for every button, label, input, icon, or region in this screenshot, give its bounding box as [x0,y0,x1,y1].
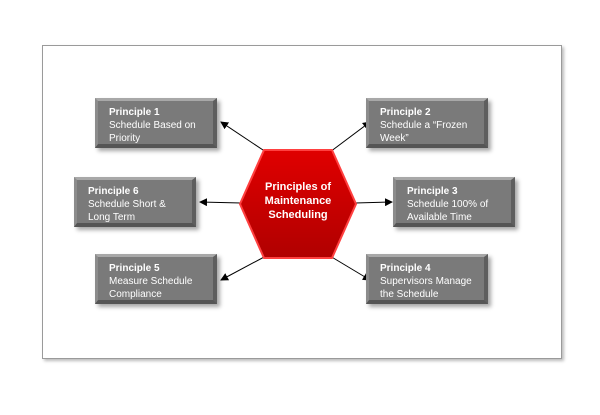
principle-text: Supervisors Manage the Schedule [380,276,472,300]
arrow-principle-4 [329,255,371,281]
principle-title: Principle 5 [109,263,160,274]
principle-text: Schedule Short & Long Term [88,199,166,223]
principle-5-box: Principle 5 Measure Schedule Compliance [95,254,217,304]
arrow-principle-3 [354,198,393,207]
principle-3-box: Principle 3 Schedule 100% of Available Ti… [393,177,515,227]
principle-1-box: Principle 1 Schedule Based on Priority [95,98,217,148]
principle-title: Principle 1 [109,107,160,118]
principle-2-box: Principle 2 Schedule a “Frozen Week” [366,98,488,148]
principle-title: Principle 4 [380,263,431,274]
principle-title: Principle 6 [88,186,139,197]
principle-text: Schedule Based on Priority [109,120,196,144]
principle-6-box: Principle 6 Schedule Short & Long Term [74,177,196,227]
principle-4-box: Principle 4 Supervisors Manage the Schedu… [366,254,488,304]
arrow-principle-2 [329,121,371,153]
principle-title: Principle 3 [407,186,458,197]
center-label-line: Maintenance [264,195,332,207]
arrow-principle-5 [220,255,267,281]
center-label: Principles of Maintenance Scheduling [240,180,356,222]
center-label-line: Principles of [264,181,332,193]
principle-text: Schedule 100% of Available Time [407,199,489,223]
center-hexagon [238,149,358,259]
center-label-line: Scheduling [268,209,328,221]
arrow-principle-6 [199,198,242,207]
principle-text: Measure Schedule Compliance [109,276,193,300]
arrow-principle-1 [220,121,267,153]
principle-title: Principle 2 [380,107,431,118]
principle-text: Schedule a “Frozen Week” [380,120,468,144]
